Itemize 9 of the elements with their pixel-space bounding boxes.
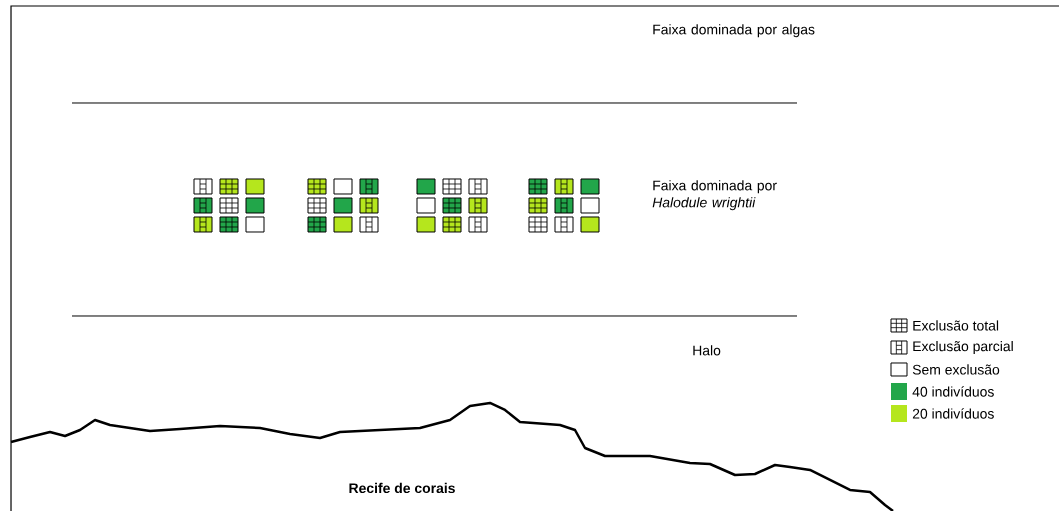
band-label: Recife de corais [349,482,455,494]
band-label: Faixa dominada por Halodule wrightii [652,180,777,211]
band-label: Faixa dominada por algas [653,24,815,38]
legend-label: 20 indivíduos [912,408,994,419]
legend-label: Exclusão parcial [913,341,1013,354]
legend-label: Exclusão total [913,320,999,331]
band-label: Halo [693,345,721,356]
legend-label: Sem exclusão [912,364,1000,375]
legend-label: 40 indivíduos [912,386,994,397]
